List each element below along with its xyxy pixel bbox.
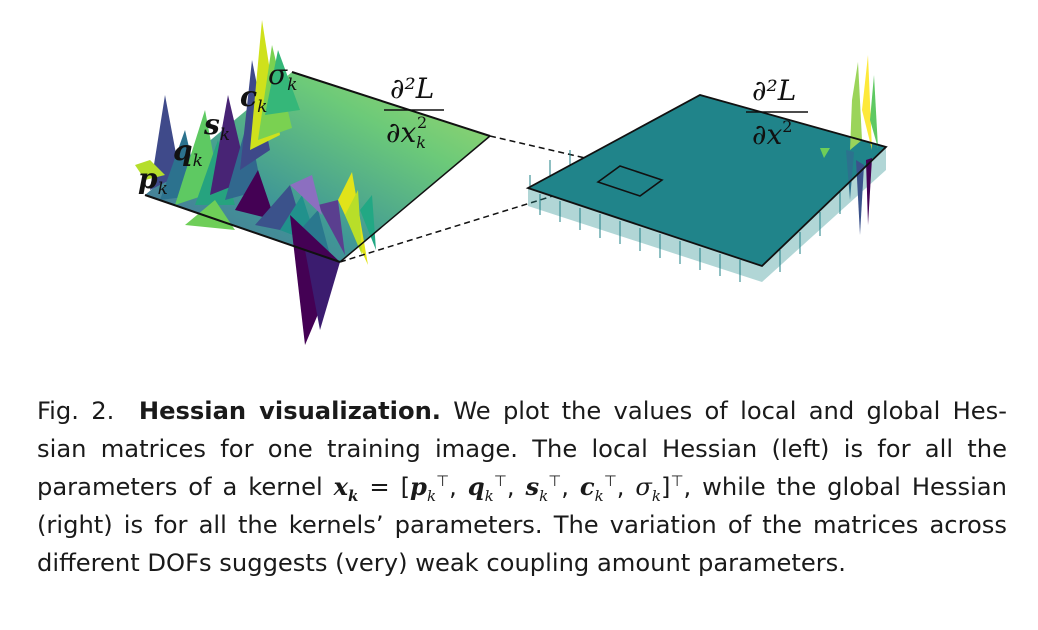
figure-caption: Fig. 2. Hessian visualization. We plot t… [37,392,1007,582]
local-hessian-plane [145,72,490,262]
label-sigma: σk [268,58,297,95]
global-hessian-surface [525,55,888,282]
local-hessian-spikes [135,20,376,345]
right-fraction-denominator: ∂x2 [752,117,792,151]
label-s: sk [203,108,230,145]
caption-line-2: sian matrices for one training image. Th… [37,435,1007,463]
caption-line-3-post: , while the global Hessian [683,473,1007,501]
label-q: qk [173,134,203,171]
left-fraction-numerator: ∂²L [390,72,434,105]
hessian-figure: σk ck sk qk pk ∂²L ∂xk2 [135,20,888,345]
global-hessian-spikes [820,55,878,235]
caption-line-4: (right) is for all the kernels’ paramete… [37,511,1007,539]
label-p: pk [138,162,168,199]
caption-line-3: parameters of a kernel xk = [pk⊤, qk⊤, s… [37,471,1007,505]
global-hessian-fringe [529,150,841,282]
caption-line-1: Fig. 2. Hessian visualization. We plot t… [37,392,1007,430]
local-hessian-surface [135,20,491,345]
caption-line-3-pre: parameters of a kernel [37,473,323,501]
caption-title: Hessian visualization. [138,397,441,425]
global-hessian-plane [528,95,886,266]
caption-line-5: different DOFs suggests (very) weak coup… [37,549,846,577]
right-fraction-numerator: ∂²L [752,74,796,107]
zoom-region [596,165,664,197]
figure-label: Fig. 2. [37,397,115,425]
local-hessian-labels: σk ck sk qk pk ∂²L ∂xk2 [138,58,444,199]
label-c: ck [240,80,267,117]
kernel-formula: xk [333,472,359,505]
left-fraction-denominator: ∂xk2 [386,113,427,152]
global-hessian-labels: ∂²L ∂x2 [746,74,808,151]
global-hessian-noise [528,147,886,282]
caption-line-1-text: We plot the values of local and global H… [453,397,1007,425]
